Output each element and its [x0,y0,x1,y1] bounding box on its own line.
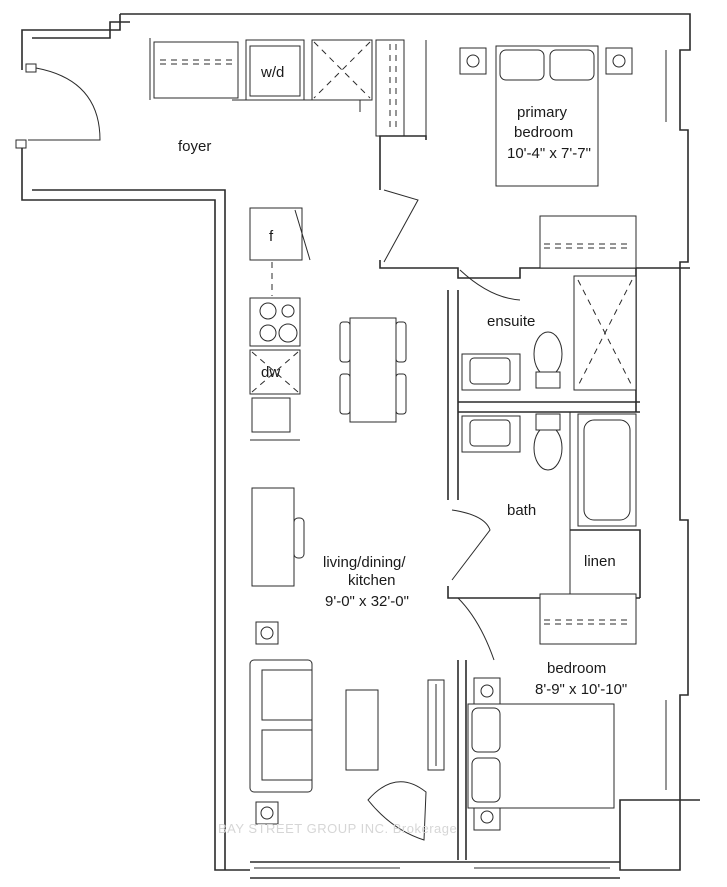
dishwasher [249,349,301,395]
room-dims-living: 9'-0" x 32'-0" [325,593,409,610]
laundry-strip [149,38,427,137]
room-label-primary-bedroom-2: bedroom [514,124,573,141]
exterior-walls [21,13,700,879]
entry-door [15,63,101,149]
bathtub [577,413,637,527]
room-label-linen: linen [584,553,616,570]
primary-closet [539,215,637,269]
primary-bed [495,45,599,187]
desk [251,487,305,587]
room-label-bedroom: bedroom [547,660,606,677]
armchair [367,781,427,841]
cooktop [249,297,301,347]
sofa [249,659,313,793]
room-label-living-2: kitchen [348,572,396,589]
ensuite-fixtures [461,275,637,391]
watermark: BAY STREET GROUP INC. Brokerage [218,821,457,836]
bedroom-closet [539,593,637,645]
appliance-label-washer-dryer: w/d [260,64,284,81]
ensuite-toilet [533,331,563,377]
bedroom-bed [467,703,615,809]
primary-bedroom-furniture [459,45,637,269]
room-label-foyer: foyer [178,138,211,155]
washer-dryer [245,39,305,101]
dining-table [339,317,407,423]
room-label-living-1: living/dining/ [323,554,406,571]
windows [254,50,667,869]
coffee-table [345,689,379,771]
fridge [249,207,303,261]
room-label-primary-bedroom-1: primary [517,104,568,121]
living-furniture [249,621,445,841]
bath-toilet [533,425,563,471]
room-label-bath: bath [507,502,536,519]
appliance-label-fridge: f [269,228,274,245]
interior-doors [383,189,521,661]
room-dims-bedroom: 8'-9" x 10'-10" [535,681,627,698]
appliance-label-dishwasher: dw [261,364,280,381]
bath-fixtures [461,413,637,527]
kitchen-sink [251,397,291,433]
room-dims-primary-bedroom: 10'-4" x 7'-7" [507,145,591,162]
bedroom-furniture [467,593,637,831]
room-label-ensuite: ensuite [487,313,535,330]
kitchen-counter [249,207,311,441]
